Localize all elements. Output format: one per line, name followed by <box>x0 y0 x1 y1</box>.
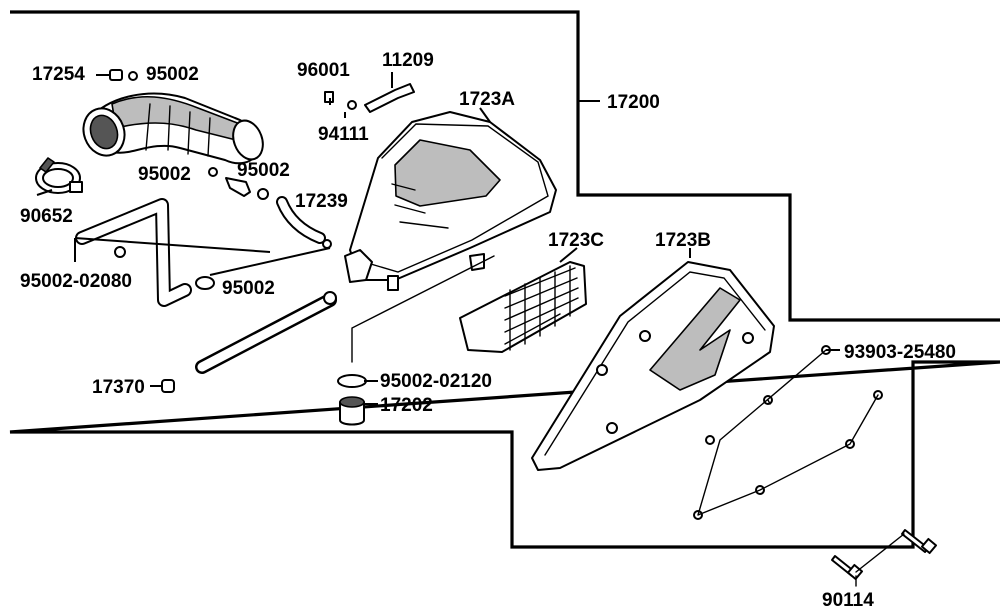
label-17239: 17239 <box>295 191 348 212</box>
hose-95002-02080-part <box>75 198 192 307</box>
airbox-1723A-part <box>344 111 557 291</box>
intake-duct-part <box>82 92 264 165</box>
label-95002-b: 95002 <box>138 164 191 185</box>
bolt-96001-part <box>324 83 415 113</box>
bolts-90114-part <box>831 529 938 587</box>
screws-93903-25480-part <box>693 345 883 520</box>
clip-95002-lower-part <box>195 276 215 290</box>
filter-1723C-part <box>459 261 587 353</box>
label-96001: 96001 <box>297 60 350 81</box>
tube-17370-part <box>161 291 337 393</box>
label-17254: 17254 <box>32 64 85 85</box>
cover-1723B-part <box>531 261 775 471</box>
label-1723C: 1723C <box>548 230 604 251</box>
label-17202: 17202 <box>380 395 433 416</box>
assembly-17200-boundary <box>9 10 1000 549</box>
label-95002-02120: 95002-02120 <box>380 371 492 392</box>
drain-cup-17202-part <box>337 255 495 426</box>
label-90114: 90114 <box>822 590 874 611</box>
hose-17239-part <box>276 196 332 249</box>
clamp-90652-part <box>35 157 83 194</box>
part-labels: 17254 95002 96001 11209 1723A 17200 9411… <box>20 50 956 611</box>
leader-lines <box>36 72 840 405</box>
label-17370: 17370 <box>92 377 145 398</box>
clip-fitting-part <box>208 167 269 200</box>
label-11209: 11209 <box>382 50 434 71</box>
label-93903-25480: 93903-25480 <box>844 342 956 363</box>
label-95002-a: 95002 <box>146 64 199 85</box>
label-95002-02080: 95002-02080 <box>20 271 132 292</box>
label-95002-c: 95002 <box>237 160 290 181</box>
label-90652: 90652 <box>20 206 73 227</box>
label-95002-d: 95002 <box>222 278 275 299</box>
label-1723A: 1723A <box>459 89 515 110</box>
label-94111: 94111 <box>318 124 369 145</box>
plug-17254-part <box>109 69 138 81</box>
label-17200: 17200 <box>607 92 660 113</box>
label-1723B: 1723B <box>655 230 711 251</box>
